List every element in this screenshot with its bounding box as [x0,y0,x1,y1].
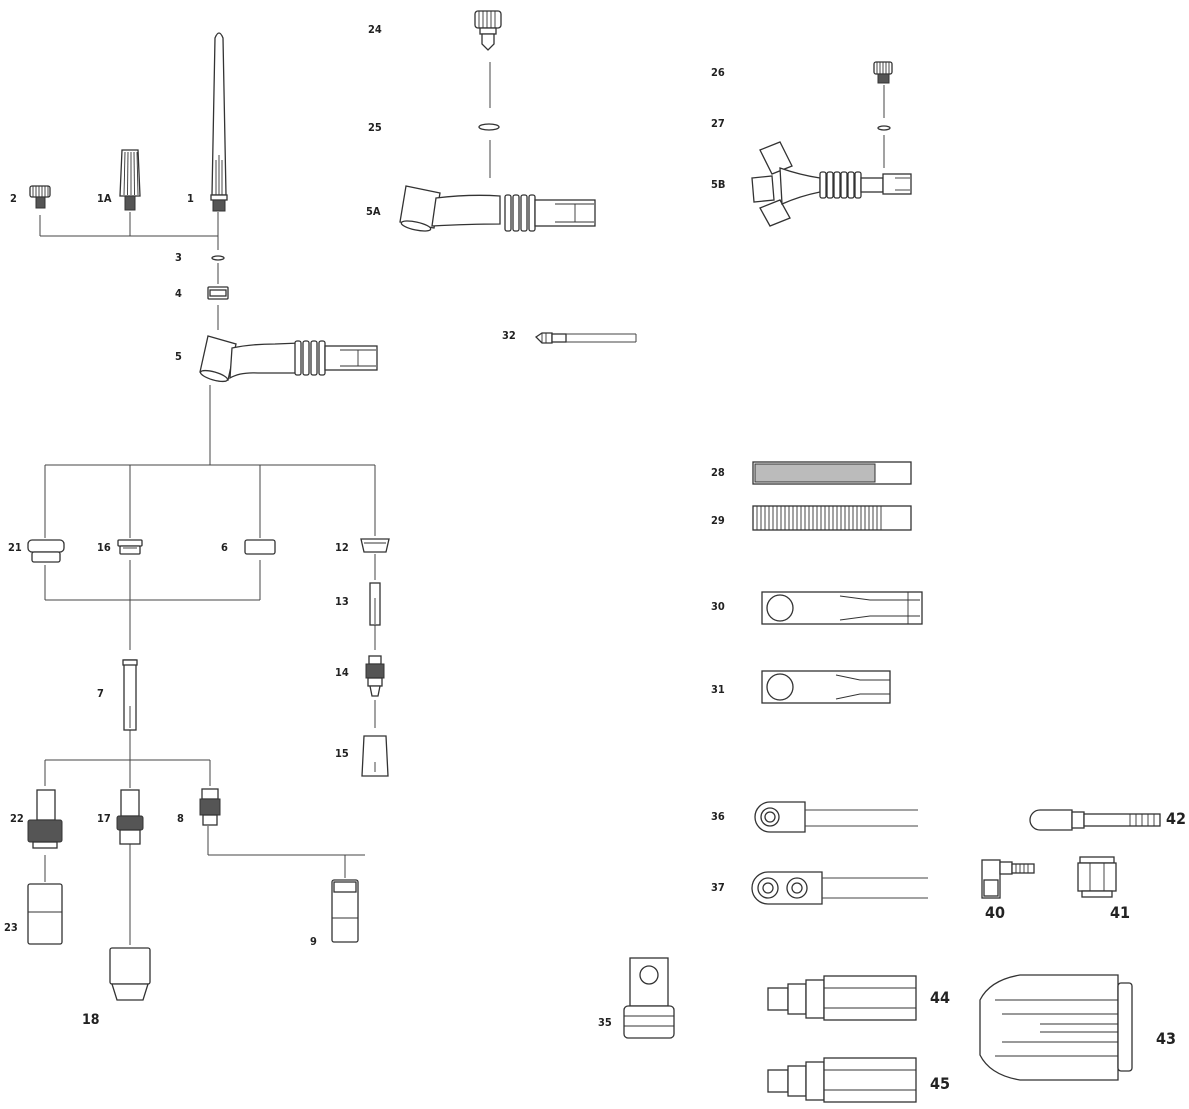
elbow-fitting-40 [981,859,1035,899]
adapter-45 [767,1057,917,1103]
label-45: 45 [930,1074,951,1093]
insulator [207,286,229,300]
lug-lead-37 [751,871,928,905]
label-14: 14 [335,666,349,679]
label-43: 43 [1156,1029,1177,1048]
label-13: 13 [335,595,349,608]
label-15: 15 [335,747,349,760]
label-18: 18 [82,1012,100,1028]
gas-lens-body-22 [27,789,63,849]
label-12: 12 [335,541,349,554]
label-25: 25 [368,121,382,134]
flex-torch-body-5b [751,141,912,227]
label-5b: 5B [711,178,726,191]
adapter-44 [767,975,917,1021]
label-44: 44 [930,988,951,1007]
label-17: 17 [97,812,111,825]
collet-7 [122,659,138,731]
torch-body [199,335,378,383]
collet-body-8 [199,788,221,826]
cable-connector-30 [761,591,923,625]
label-30: 30 [711,600,725,613]
gas-lens-body-17 [116,789,144,845]
corrugated-sleeve-29 [752,505,912,531]
insulator-6 [244,539,276,555]
label-22: 22 [10,812,24,825]
medium-back-cap [119,149,141,211]
lug-connector-35 [623,957,675,1039]
collet-body-14 [365,655,385,697]
o-ring [211,255,225,261]
power-cable-32 [534,332,637,344]
label-40: 40 [985,903,1006,922]
label-32: 32 [502,329,516,342]
label-42: 42 [1166,809,1187,828]
o-ring-27 [877,125,891,131]
label-7: 7 [97,687,104,700]
connector-lines [39,62,885,945]
label-21: 21 [8,541,22,554]
sleeve-28 [752,461,912,485]
cup-9 [331,879,359,943]
gas-lens-insulator-large [27,539,65,563]
label-29: 29 [711,514,725,527]
label-23: 23 [4,921,18,934]
label-6: 6 [221,541,228,554]
label-28: 28 [711,466,725,479]
torch-body-5a [399,185,596,232]
lug-lead-36 [754,801,918,833]
label-1: 1 [187,192,194,205]
label-4: 4 [175,287,182,300]
o-ring-25 [478,123,500,131]
cable-connector-31 [761,670,891,704]
label-37: 37 [711,881,725,894]
short-back-cap [29,185,51,209]
label-2: 2 [10,192,17,205]
label-8: 8 [177,812,184,825]
label-1a: 1A [97,192,112,205]
nozzle-18 [109,947,151,1001]
gas-lens-insulator [117,539,143,555]
back-cap-24 [474,10,502,51]
label-24: 24 [368,23,382,36]
long-back-cap [210,32,228,212]
label-3: 3 [175,251,182,264]
label-16: 16 [97,541,111,554]
cable-boot-43 [979,974,1133,1081]
label-9: 9 [310,935,317,948]
collet-13 [369,582,381,626]
label-27: 27 [711,117,725,130]
hose-fitting-42 [1029,809,1161,831]
cup-23 [27,883,63,945]
label-5: 5 [175,350,182,363]
nut-fitting-41 [1077,856,1117,898]
back-cap-26 [873,61,893,84]
label-36: 36 [711,810,725,823]
insulator-12 [360,538,390,553]
label-35: 35 [598,1016,612,1029]
label-41: 41 [1110,903,1131,922]
label-26: 26 [711,66,725,79]
ceramic-cup-15 [361,735,389,777]
label-5a: 5A [366,205,381,218]
label-31: 31 [711,683,725,696]
